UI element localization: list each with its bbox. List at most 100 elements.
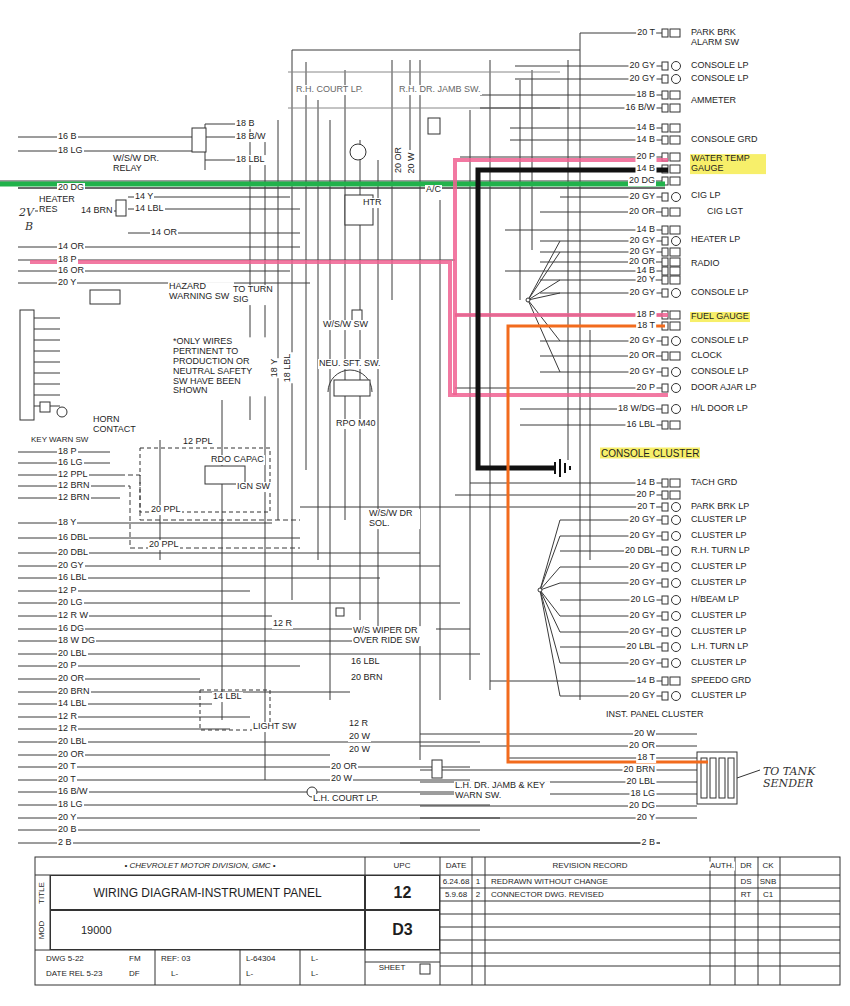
title-block-text: L- bbox=[170, 970, 179, 979]
component-name: CONSOLE LP bbox=[690, 74, 750, 84]
wire-code: 20 GY bbox=[628, 578, 656, 588]
terminal-symbol bbox=[662, 612, 668, 620]
wiper-override-switch-symbol bbox=[336, 608, 344, 616]
wire-bus bbox=[292, 50, 580, 51]
terminal-symbol bbox=[662, 337, 668, 345]
note-text: *ONLY WIRES PERTINENT TO PRODUCTION OR N… bbox=[172, 337, 268, 396]
gauge-terminal bbox=[670, 258, 680, 266]
splice-line bbox=[528, 280, 560, 300]
ground-symbol bbox=[555, 459, 570, 477]
handwritten-note: B bbox=[24, 221, 34, 233]
wire bbox=[18, 704, 212, 705]
wire-code: 12 R W bbox=[57, 611, 89, 621]
wire-code: 20 P bbox=[635, 490, 656, 500]
wire-code: 20 W bbox=[348, 732, 371, 742]
switch-pin bbox=[34, 340, 60, 341]
highlight-pink bbox=[455, 160, 668, 395]
terminal-symbol bbox=[662, 368, 668, 376]
wire-trunk bbox=[330, 120, 331, 700]
wire-code: 20 OR bbox=[394, 146, 404, 174]
wire bbox=[300, 507, 662, 508]
title-block-text: DR bbox=[739, 862, 753, 871]
terminal-symbol bbox=[662, 237, 668, 245]
terminal-symbol bbox=[662, 384, 668, 392]
component-name: CLOCK bbox=[690, 351, 723, 361]
title-block-text: UPC bbox=[393, 862, 412, 871]
component-name: H/L DOOR LP bbox=[690, 404, 749, 414]
lamp-symbol bbox=[672, 193, 681, 202]
wire bbox=[18, 679, 200, 680]
lamp-symbol bbox=[672, 659, 681, 668]
wire-code: 16 LBL bbox=[350, 657, 381, 667]
title-block-text: DWG 5-22 bbox=[45, 955, 85, 964]
wire-code: 18 LBL bbox=[283, 353, 293, 384]
wire-trunk bbox=[490, 60, 491, 690]
wire-code: 12 R bbox=[272, 619, 293, 629]
title-block-text: WIRING DIAGRAM-INSTRUMENT PANEL bbox=[93, 886, 321, 900]
wire-code: 20 LBL bbox=[57, 737, 88, 747]
ignition-switch-symbol bbox=[140, 448, 270, 512]
wire-code: 20 DG bbox=[628, 176, 656, 186]
gauge-terminal bbox=[670, 248, 680, 256]
wire-code: 20 Y bbox=[636, 275, 656, 285]
switch-pin bbox=[34, 351, 60, 352]
wire-dashed bbox=[120, 475, 300, 520]
component-name: CLUSTER LP bbox=[690, 658, 748, 668]
lamp-symbol bbox=[672, 289, 681, 298]
wire bbox=[508, 758, 697, 759]
connector-pin bbox=[701, 758, 707, 798]
wire-trunk bbox=[378, 160, 379, 640]
gauge-terminal bbox=[670, 91, 680, 99]
wire-trunk bbox=[590, 330, 591, 560]
component-name: H/BEAM LP bbox=[690, 595, 740, 605]
splice-line bbox=[528, 252, 560, 300]
wire-code: 20 LG bbox=[629, 595, 656, 605]
wire-code: 20 GY bbox=[628, 288, 656, 298]
handwritten-arrow bbox=[737, 770, 760, 778]
component-name: CONSOLE GRD bbox=[690, 135, 759, 145]
component-name: HTR bbox=[362, 198, 383, 208]
wire-code: 20 GY bbox=[628, 611, 656, 621]
wire bbox=[18, 188, 665, 189]
wire-code: 18 W/DG bbox=[617, 404, 656, 414]
wire-code: 14 B bbox=[635, 135, 656, 145]
wire-code: 18 Y bbox=[270, 358, 280, 378]
splice-line bbox=[528, 293, 560, 300]
wire-code: 2 B bbox=[57, 838, 73, 848]
wire-code: 20 LG bbox=[57, 598, 84, 608]
component-name: CLUSTER LP bbox=[690, 562, 748, 572]
terminal-symbol bbox=[662, 563, 668, 571]
component-name: IGN SW bbox=[236, 482, 271, 492]
wire-code: 20 GY bbox=[628, 562, 656, 572]
lamp-symbol bbox=[672, 579, 681, 588]
switch-pin bbox=[34, 395, 60, 396]
terminal-symbol bbox=[662, 226, 668, 234]
gauge-terminal bbox=[670, 352, 680, 360]
title-block-rule bbox=[155, 950, 440, 985]
wire bbox=[18, 137, 205, 138]
wire-code: 20 T bbox=[636, 502, 656, 512]
wire bbox=[205, 124, 235, 160]
door-jamb-switch-symbol bbox=[428, 118, 440, 134]
component-name: RADIO bbox=[690, 259, 721, 269]
gauge-terminal bbox=[670, 104, 680, 112]
lamp-symbol bbox=[672, 547, 681, 556]
relay-symbol bbox=[192, 128, 206, 152]
terminal-symbol bbox=[662, 276, 668, 284]
title-block-text: 12 bbox=[394, 884, 412, 902]
wire bbox=[18, 188, 665, 189]
wire-code: 20 BRN bbox=[57, 687, 91, 697]
component-name: DOOR AJAR LP bbox=[690, 383, 758, 393]
title-block-text: L- bbox=[310, 955, 319, 964]
wire-code: 20 W bbox=[407, 151, 417, 174]
title-block-text: REVISION RECORD bbox=[551, 862, 628, 871]
wire-code: 20 BRN bbox=[622, 765, 656, 775]
wire-code: 18 P bbox=[57, 447, 78, 457]
wire-code: 20 DG bbox=[628, 801, 656, 811]
wire bbox=[18, 830, 480, 831]
wire-code: 14 LBL bbox=[134, 204, 165, 214]
wire-code: 20 GY bbox=[628, 61, 656, 71]
component-name: W/S/W DR SOL. bbox=[368, 509, 420, 529]
gauge-terminal bbox=[670, 311, 680, 319]
wire bbox=[18, 729, 230, 730]
